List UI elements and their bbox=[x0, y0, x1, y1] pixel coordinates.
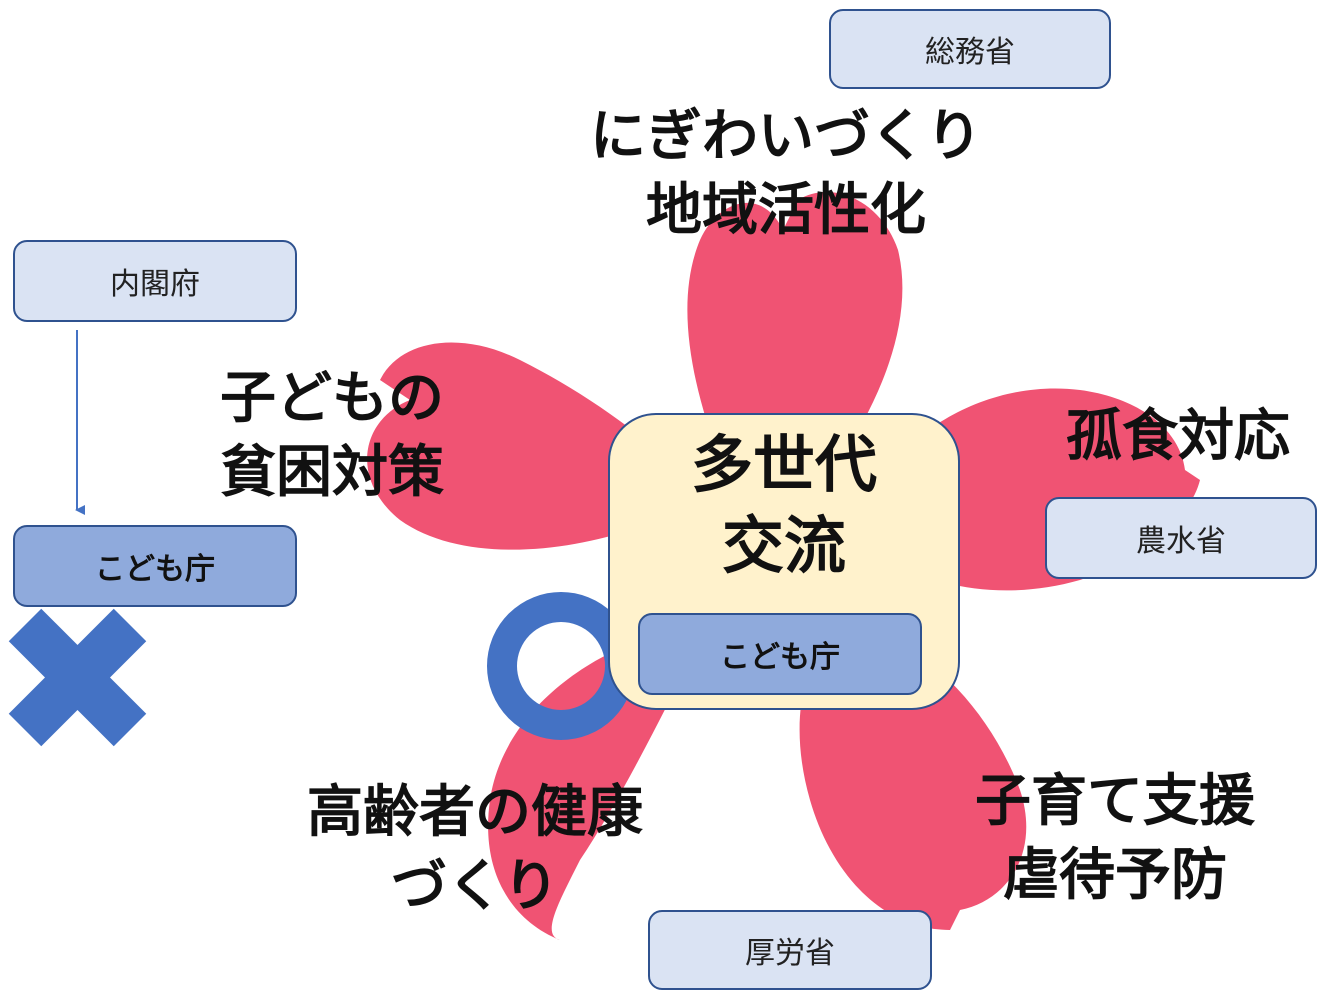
petal-label-bottom-right: 子育て支援 虐待予防 bbox=[950, 765, 1280, 914]
agency-box-soumu: 総務省 bbox=[829, 9, 1111, 89]
petal-label-bottom-right-line1: 子育て支援 bbox=[975, 769, 1255, 834]
petal-label-top: にぎわいづくり 地域活性化 bbox=[566, 100, 1006, 249]
petal-label-bottom-left: 高齢者の健康 づくり bbox=[280, 776, 670, 925]
petal-label-bottom-left-line2: づくり bbox=[391, 854, 559, 920]
petal-label-bottom-left-line1: 高齢者の健康 bbox=[307, 780, 643, 845]
petal-label-top-line1: にぎわいづくり bbox=[590, 104, 982, 169]
petal-label-left-line1: 子どもの bbox=[220, 366, 444, 431]
agency-box-kourou: 厚労省 bbox=[648, 910, 932, 990]
petal-label-top-line2: 地域活性化 bbox=[646, 178, 926, 244]
center-line1: 多世代 bbox=[690, 428, 877, 501]
center-label: 多世代 交流 bbox=[608, 425, 960, 586]
petal-top bbox=[687, 192, 903, 460]
petal-label-right: 孤食対応 bbox=[1066, 404, 1290, 469]
agency-box-naikaku: 内閣府 bbox=[13, 240, 297, 322]
petal-label-left: 子どもの 貧困対策 bbox=[220, 362, 480, 511]
cross-mark bbox=[8, 608, 147, 747]
agency-box-kodomo-center: こども庁 bbox=[638, 613, 922, 695]
center-line2: 交流 bbox=[721, 508, 846, 582]
agency-box-nousui: 農水省 bbox=[1045, 497, 1317, 579]
agency-box-kodomo-left: こども庁 bbox=[13, 525, 297, 607]
petal-label-left-line2: 貧困対策 bbox=[220, 440, 444, 506]
petal-label-bottom-right-line2: 虐待予防 bbox=[1003, 843, 1227, 909]
